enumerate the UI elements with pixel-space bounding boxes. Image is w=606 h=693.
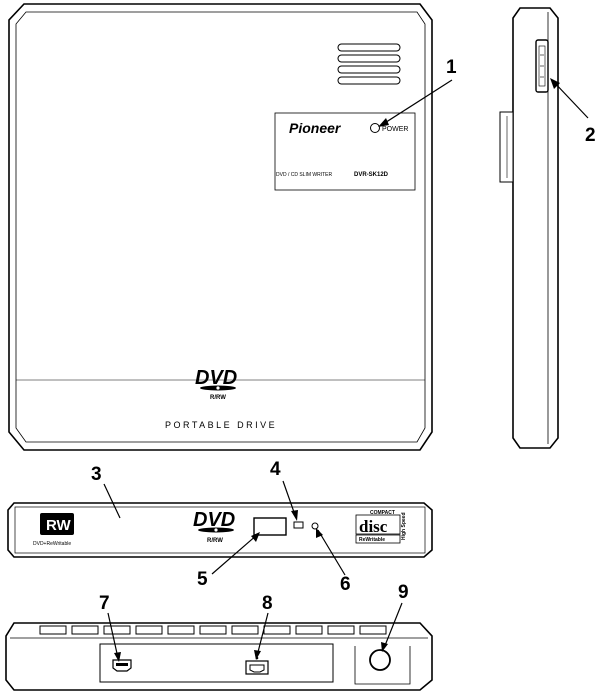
top-view: Pioneer POWER DVD / CD SLIM WRITER DVR-S…	[8, 3, 457, 451]
front-dvd-logo: DVD	[193, 509, 235, 531]
cd-logo-side: High Speed	[401, 512, 407, 540]
callout-8-leader	[256, 612, 269, 657]
callout-2: 2	[585, 125, 596, 146]
portable-drive-caption: PORTABLE DRIVE	[165, 420, 277, 430]
brand-logo: Pioneer	[289, 120, 342, 136]
callout-5: 5	[197, 569, 208, 590]
compact-disc-logo: COMPACT disc ReWritable High Speed	[355, 510, 407, 544]
dvd-logo: DVD	[195, 367, 237, 389]
side-view: 2	[499, 7, 596, 449]
callout-5-arrow-icon	[251, 532, 260, 542]
callout-5-leader	[211, 533, 259, 575]
callout-1-leader	[379, 79, 453, 127]
callout-6: 6	[340, 574, 351, 595]
callout-3-leader	[103, 483, 121, 519]
callout-9-leader	[383, 602, 403, 649]
power-label: POWER	[382, 126, 408, 133]
callout-8: 8	[262, 593, 273, 614]
rear-view: 7 8 9	[5, 582, 433, 691]
callout-1-arrow-icon	[378, 118, 389, 127]
callout-8-arrow-icon	[254, 650, 261, 660]
model-number: DVR-SK12D	[354, 172, 389, 178]
callout-1: 1	[446, 57, 457, 78]
callout-7-arrow-icon	[114, 652, 121, 662]
callout-7-leader	[107, 612, 119, 659]
model-line: DVD / CD SLIM WRITER	[276, 172, 333, 178]
callout-4-leader	[282, 480, 296, 516]
rw-logo-icon	[40, 513, 74, 535]
cd-logo-top: COMPACT	[370, 510, 395, 516]
callout-7: 7	[99, 593, 110, 614]
access-indicator	[293, 521, 304, 529]
lock-slot-icon	[369, 649, 391, 671]
cd-logo-bottom: ReWritable	[359, 537, 385, 543]
top-view-inner-edge	[15, 11, 426, 443]
rw-logo: RW	[46, 517, 72, 534]
front-dvd-logo-sub: R/RW	[207, 538, 223, 544]
eject-button	[253, 517, 287, 536]
callout-9-arrow-icon	[381, 642, 388, 652]
callout-9: 9	[398, 582, 409, 603]
callout-3: 3	[91, 464, 102, 485]
callout-2-leader	[551, 79, 589, 119]
cd-logo-main: disc	[359, 517, 388, 536]
emergency-eject-hole	[311, 522, 319, 530]
callout-6-arrow-icon	[316, 528, 323, 538]
front-view: RW DVD+ReWritable DVD R/RW COMPACT disc …	[7, 459, 433, 595]
callout-4: 4	[270, 459, 281, 480]
dvd-logo-sub: R/RW	[210, 395, 226, 401]
label-plate	[274, 112, 416, 191]
rear-vents	[39, 625, 387, 635]
side-tab	[499, 111, 514, 183]
vent-slots	[337, 43, 401, 85]
callout-4-arrow-icon	[291, 510, 298, 521]
power-indicator-icon	[370, 123, 380, 133]
callout-6-leader	[317, 529, 346, 576]
rear-port-panel	[99, 643, 334, 683]
callout-2-arrow-icon	[550, 78, 560, 89]
rw-logo-caption: DVD+ReWritable	[33, 541, 71, 547]
